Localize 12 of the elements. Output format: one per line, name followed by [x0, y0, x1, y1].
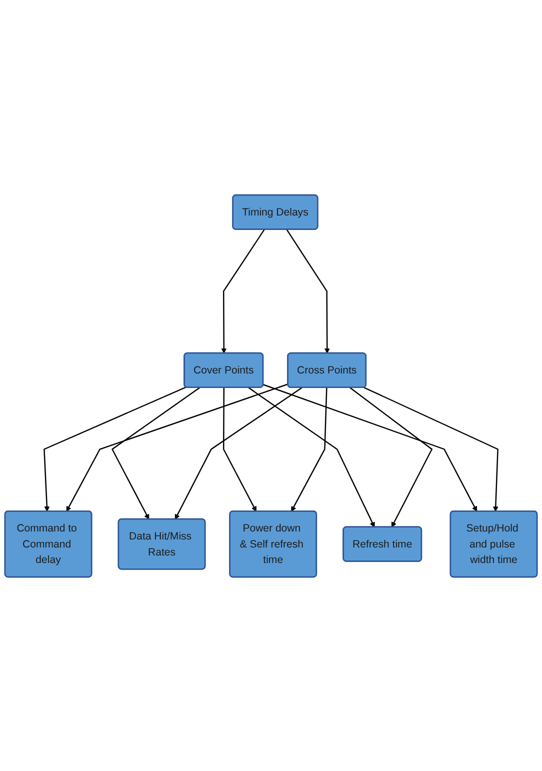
arrow — [286, 228, 330, 354]
arrow — [221, 228, 265, 354]
arrow — [174, 386, 302, 520]
arrow — [291, 387, 328, 512]
arrow — [350, 386, 433, 527]
arrow — [222, 387, 256, 512]
arrow — [248, 386, 375, 527]
arrow — [111, 386, 200, 520]
arrow — [364, 386, 498, 512]
arrow — [263, 384, 478, 512]
arrow — [66, 383, 288, 512]
arrow — [44, 386, 186, 512]
